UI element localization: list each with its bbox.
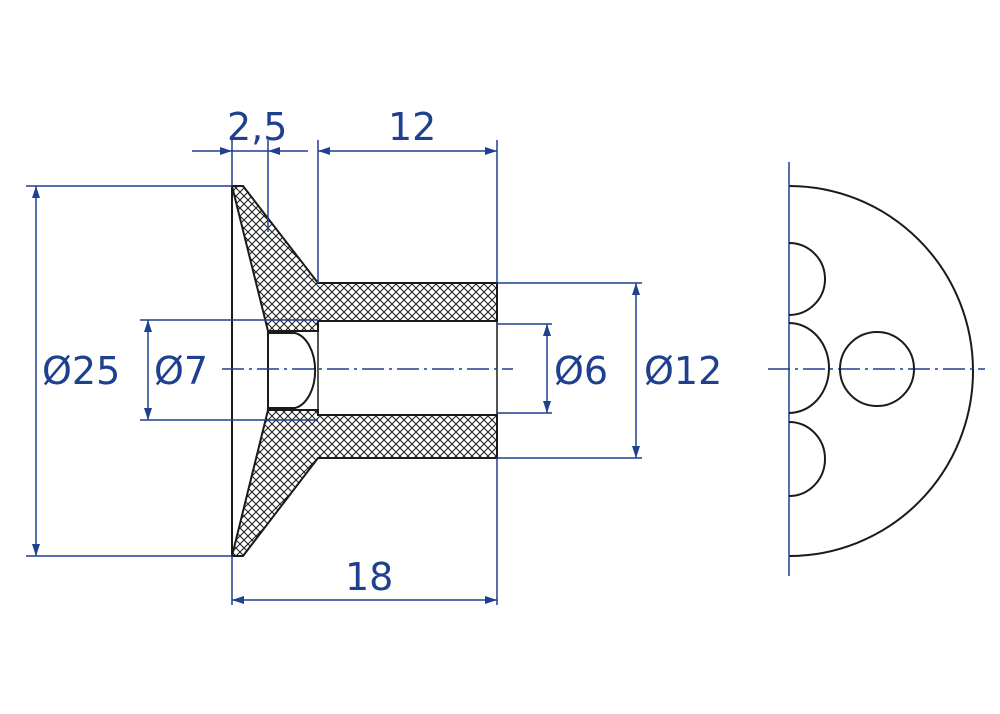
hole-bottom [788,421,826,497]
dimensions [26,140,642,605]
dim-label-sleeve-length: 12 [388,105,436,149]
hole-center-right [839,331,915,407]
side-view [768,162,985,576]
hole-center-left [788,322,830,414]
hole-top [788,242,826,316]
dim-label-outer-diameter: Ø25 [42,349,120,393]
dim-label-bore-diameter: Ø6 [554,349,608,393]
dim-label-sleeve-diameter: Ø12 [644,349,722,393]
dim-label-counterbore-diameter: Ø7 [154,349,208,393]
half-disc-outline [788,185,974,557]
section-view [222,185,513,557]
dim-label-total-length: 18 [345,555,393,599]
section-lower-hatch [230,409,498,557]
dim-label-flange-thickness: 2,5 [227,105,287,149]
section-upper-hatch [230,185,498,332]
dome-cutout [267,332,317,409]
